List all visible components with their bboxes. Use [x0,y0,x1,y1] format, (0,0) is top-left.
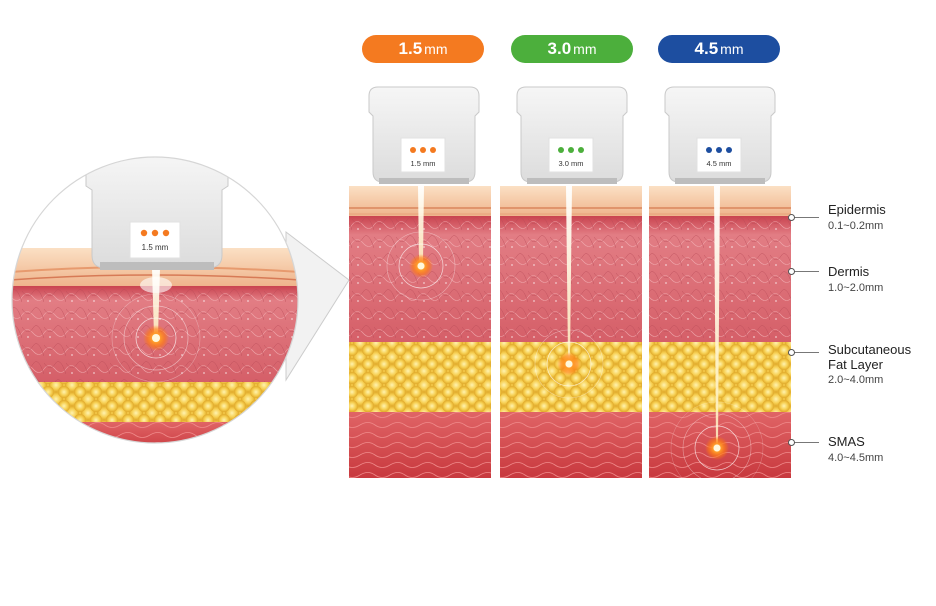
skin-column-2 [500,186,642,478]
layer-name-fat-line1: Subcutaneous [828,342,912,357]
depth-tag-value: 3.0 [547,39,572,58]
depth-tag-unit: mm [573,41,597,57]
leader-epidermis [793,217,819,218]
depth-tag-value: 1.5 [398,39,423,58]
zoom-fat [12,382,298,422]
leader-dot [788,349,795,356]
layer-range-smas: 4.0~4.5mm [828,452,884,464]
layer-range-dermis: 1.0~2.0mm [828,282,884,294]
leader-dot [788,214,795,221]
indicator-dot [151,229,159,237]
zoom-cartridge-label: 1.5 mm [142,243,169,252]
indicator-dot [162,229,170,237]
depth-tag-unit: mm [424,41,448,57]
depth-tag-unit: mm [720,41,744,57]
zoom-cartridge-panel [129,221,181,259]
indicator-dot [140,229,148,237]
skin-column-1 [349,186,491,478]
depth-tag-value: 4.5 [694,39,719,58]
layer-name-smas: SMAS [828,434,865,449]
leader-dot [788,268,795,275]
layer-name-dermis: Dermis [828,264,870,279]
layer-name-epidermis: Epidermis [828,202,886,217]
leader-smas [793,442,819,443]
leader-dermis [793,271,819,272]
cartridge-label: 3.0 mm [558,159,583,168]
leader-fat [793,352,819,353]
cartridge-label: 1.5 mm [410,159,435,168]
cartridge-1: 1.5 mm [368,86,480,184]
cartridge-label: 4.5 mm [706,159,731,168]
layer-range-epidermis: 0.1~0.2mm [828,220,884,232]
zoom-lens: 1.5 mm [12,157,298,443]
skin-column-3 [649,186,791,495]
leader-dot [788,439,795,446]
cartridge-3: 4.5 mm [664,86,776,184]
zoom-cartridge [85,157,229,269]
cartridge-2: 3.0 mm [516,86,628,184]
layer-name-fat-line2: Fat Layer [828,357,883,372]
layer-range-fat: 2.0~4.0mm [828,374,884,386]
